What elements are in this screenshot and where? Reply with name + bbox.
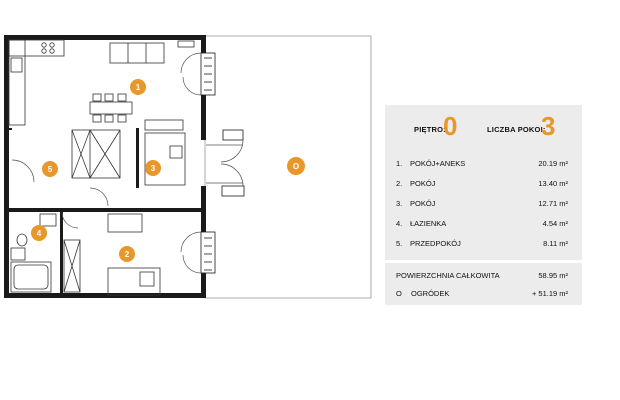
badge-garden: O [287, 157, 305, 175]
svg-text:1: 1 [136, 83, 141, 92]
svg-text:2: 2 [125, 250, 130, 259]
list-item: 5. PRZEDPOKÓJ 8.11 m² [385, 233, 582, 253]
garden-outline [204, 35, 372, 299]
floor-value: 0 [443, 111, 458, 141]
bed-room-2 [107, 213, 161, 296]
svg-text:3: 3 [151, 164, 156, 173]
door-swings [11, 52, 244, 274]
room-area: 12.71 m² [538, 199, 568, 208]
badge-room-2: 2 [119, 246, 135, 262]
room-number: 5. [396, 239, 403, 248]
garden-marker: O [396, 289, 402, 298]
panel-header: PIĘTRO: 0 LICZBA POKOI: 3 [385, 109, 582, 141]
total-area-label: POWIERZCHNIA CAŁKOWITA [396, 271, 500, 280]
floor-label: PIĘTRO: [414, 125, 446, 134]
rooms-count-label: LICZBA POKOI: [487, 125, 546, 134]
room-name: POKÓJ [410, 199, 436, 208]
badge-room-3: 3 [145, 160, 161, 176]
room-area: 20.19 m² [538, 159, 568, 168]
room-number: 4. [396, 219, 403, 228]
room-name: POKÓJ [410, 179, 436, 188]
wardrobe [71, 129, 121, 179]
rooms-count-value: 3 [541, 111, 556, 141]
badge-room-5: 5 [42, 161, 58, 177]
badge-room-4: 4 [31, 225, 47, 241]
room-area: 13.40 m² [538, 179, 568, 188]
room-name: POKÓJ+ANEKS [410, 159, 466, 168]
floor-plan: 1 2 3 4 5 O [4, 35, 372, 299]
room-name: ŁAZIENKA [410, 219, 447, 228]
room-area: 4.54 m² [542, 219, 568, 228]
info-panel: PIĘTRO: 0 LICZBA POKOI: 3 1. POKÓJ+ANEKS… [385, 105, 582, 305]
bed-room-3 [144, 119, 186, 186]
hall-wardrobe [63, 239, 81, 293]
svg-text:O: O [293, 162, 299, 171]
sofa [109, 40, 195, 64]
svg-text:5: 5 [48, 165, 53, 174]
room-number: 1. [396, 159, 403, 168]
garden-label: OGRÓDEK [411, 289, 450, 298]
badge-room-1: 1 [130, 79, 146, 95]
panel-divider [385, 260, 582, 263]
list-item: 3. POKÓJ 12.71 m² [385, 193, 582, 213]
total-area-value: 58.95 m² [538, 271, 568, 280]
list-item: 1. POKÓJ+ANEKS 20.19 m² [385, 153, 582, 173]
svg-text:4: 4 [37, 229, 42, 238]
kitchen-counter [8, 39, 65, 126]
windows [200, 52, 245, 274]
room-area: 8.11 m² [543, 239, 568, 248]
bathroom-fixtures [10, 213, 57, 293]
outer-walls [4, 35, 206, 298]
list-item: 4. ŁAZIENKA 4.54 m² [385, 213, 582, 233]
room-number: 3. [396, 199, 403, 208]
room-number: 2. [396, 179, 403, 188]
room-name: PRZEDPOKÓJ [410, 239, 461, 248]
dining-table [89, 93, 133, 123]
room-list: 1. POKÓJ+ANEKS 20.19 m² 2. POKÓJ 13.40 m… [385, 153, 582, 253]
list-item: 2. POKÓJ 13.40 m² [385, 173, 582, 193]
garden-area-value: + 51.19 m² [531, 289, 568, 298]
